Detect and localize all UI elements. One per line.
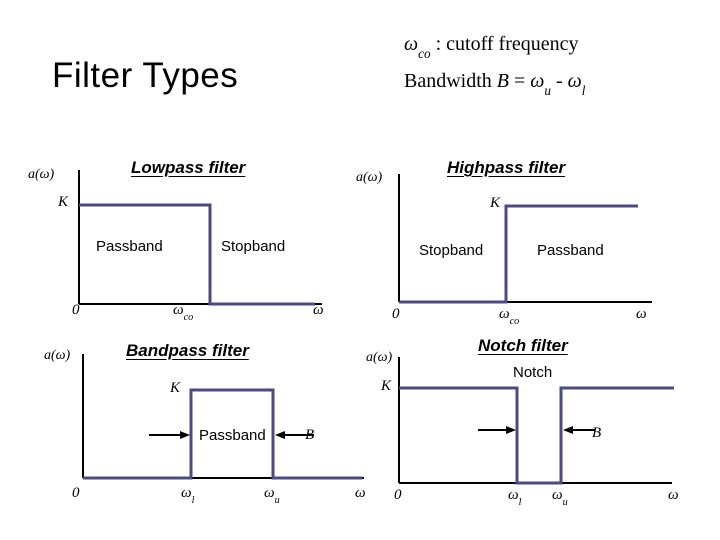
response-curve-highpass — [399, 204, 638, 304]
cutoff-note-text: : cutoff frequency — [430, 33, 579, 55]
b-symbol: B — [496, 70, 509, 93]
y-axis-label-bandpass: a(ω) — [44, 348, 71, 363]
omega-glyph: ω — [552, 487, 563, 503]
omega-glyph: ω — [173, 302, 184, 318]
xtick-omega-u-notch: ωu — [552, 487, 568, 508]
x-axis-label-lowpass: ω — [313, 302, 324, 318]
response-curve-notch — [399, 386, 674, 485]
omega-u-symbol: ω — [530, 70, 545, 93]
x-axis-label-highpass: ω — [636, 306, 647, 322]
omega-subscript-l: l — [581, 83, 586, 99]
region-label-passband-highpass: Passband — [537, 242, 604, 259]
gain-label-lowpass: K — [58, 194, 69, 210]
xtick-omega-l-bandpass: ωl — [181, 485, 195, 506]
page-title: Filter Types — [52, 56, 239, 95]
chart-title-bandpass: Bandpass filter — [126, 341, 249, 360]
bandwidth-note: Bandwidth B = ωu - ωl — [404, 70, 586, 99]
xtick-origin-notch: 0 — [394, 487, 402, 503]
omega-l-symbol: ω — [567, 70, 582, 93]
omega-glyph: ω — [499, 306, 510, 322]
xtick-origin-bandpass: 0 — [72, 485, 80, 501]
bandwidth-arrow-right-bandpass — [275, 431, 314, 439]
plot-highpass — [390, 172, 660, 312]
xtick-omega-l-notch: ωl — [508, 487, 522, 508]
gain-label-notch: K — [381, 378, 392, 394]
x-axis-label-bandpass: ω — [355, 485, 366, 501]
xtick-omega-u-bandpass: ωu — [264, 485, 280, 506]
bandwidth-arrow-left-notch — [478, 426, 516, 434]
y-axis-label-notch: a(ω) — [366, 350, 393, 365]
region-label-stopband-lowpass: Stopband — [221, 238, 286, 255]
xtick-origin-highpass: 0 — [392, 306, 400, 322]
omega-glyph: ω — [264, 485, 275, 501]
bandwidth-arrow-left-bandpass — [149, 431, 190, 439]
xtick-cutoff-lowpass: ωco — [173, 302, 194, 323]
gain-label-bandpass: K — [170, 380, 181, 396]
header-notes: ωco : cutoff frequency Bandwidth B = ωu … — [404, 33, 704, 99]
y-axis-label-lowpass: a(ω) — [28, 167, 55, 182]
chart-title-notch: Notch filter — [478, 336, 568, 355]
omega-glyph: ω — [181, 485, 192, 501]
omega-sub-co: co — [183, 312, 194, 323]
omega-glyph: ω — [508, 487, 519, 503]
xtick-origin-lowpass: 0 — [72, 302, 80, 318]
xtick-cutoff-highpass: ωco — [499, 306, 520, 327]
response-curve-bandpass — [83, 388, 362, 480]
gain-label-highpass: K — [490, 195, 501, 211]
omega-sub-u: u — [562, 497, 568, 508]
omega-sub-co: co — [509, 316, 520, 327]
chart-title-highpass: Highpass filter — [447, 158, 566, 177]
region-label-stopband-highpass: Stopband — [419, 242, 484, 259]
plot-bandpass — [74, 352, 374, 487]
y-axis-label-highpass: a(ω) — [356, 170, 383, 185]
omega-subscript-u: u — [544, 83, 551, 99]
omega-sub-l: l — [518, 497, 522, 508]
region-label-passband-bandpass: Passband — [199, 427, 266, 444]
plot-lowpass — [70, 168, 330, 313]
region-label-notch: Notch — [513, 364, 553, 381]
bandwidth-arrow-right-notch — [563, 426, 595, 434]
plot-notch — [390, 355, 680, 490]
cutoff-frequency-note: ωco : cutoff frequency — [404, 33, 704, 60]
omega-symbol: ω — [404, 33, 419, 55]
omega-sub-u: u — [274, 495, 280, 506]
response-curve-lowpass — [79, 203, 315, 306]
omega-sub-l: l — [191, 495, 195, 506]
region-label-passband-lowpass: Passband — [96, 238, 163, 255]
chart-title-lowpass: Lowpass filter — [131, 158, 246, 177]
x-axis-label-notch: ω — [668, 487, 679, 503]
omega-subscript-co: co — [418, 46, 431, 61]
bandwidth-annotation-notch: B — [592, 425, 602, 441]
